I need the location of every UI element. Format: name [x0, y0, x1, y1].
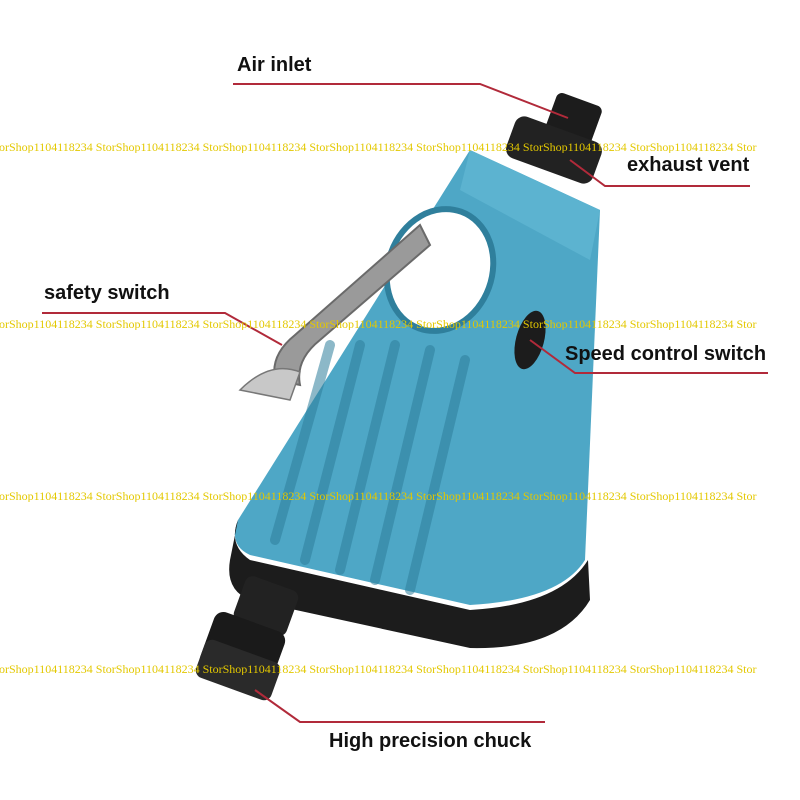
- safety-lever: [238, 223, 432, 401]
- speed-control-switch-label: Speed control switch: [565, 343, 767, 365]
- watermark-row: 4 StorShop1104118234 StorShop1104118234 …: [0, 318, 757, 330]
- air-inlet-label: Air inlet: [237, 54, 312, 76]
- exhaust-vent-label: exhaust vent: [627, 154, 750, 176]
- speed-control-leader: [529, 339, 768, 374]
- watermark-row: 4 StorShop1104118234 StorShop1104118234 …: [0, 141, 757, 153]
- safety-switch-leader: [42, 312, 283, 346]
- high-precision-chuck-label: High precision chuck: [329, 730, 532, 752]
- collet-chuck: [195, 576, 299, 701]
- safety-switch-label: safety switch: [44, 282, 170, 304]
- watermark-row: 4 StorShop1104118234 StorShop1104118234 …: [0, 490, 757, 502]
- leader-lines: [42, 83, 768, 723]
- chuck-leader: [254, 689, 545, 723]
- lower-collar: [229, 520, 590, 649]
- grinder-body: [234, 150, 600, 605]
- exhaust-vent-leader: [569, 159, 750, 187]
- air-inlet-leader: [233, 83, 569, 119]
- air-inlet-fitting: [506, 93, 602, 184]
- watermark-row: 4 StorShop1104118234 StorShop1104118234 …: [0, 663, 757, 675]
